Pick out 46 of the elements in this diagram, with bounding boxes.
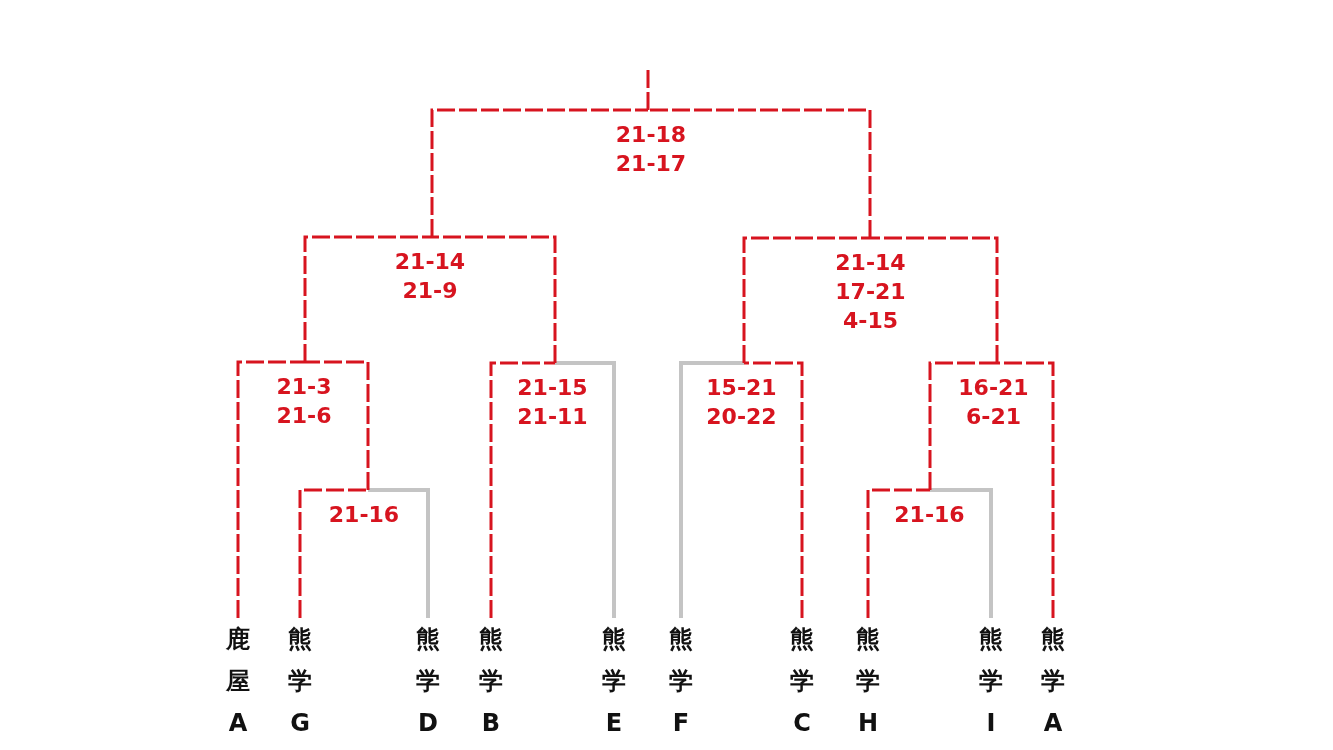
score-text: 21-16 <box>894 501 965 529</box>
score-text: 21-17 <box>615 150 687 178</box>
team-label: 熊学A <box>1033 618 1073 744</box>
bracket-line <box>997 361 1055 618</box>
score-text: 21-16 <box>328 501 400 529</box>
bracket-line <box>236 360 305 618</box>
score-text: 21-11 <box>517 403 588 431</box>
bracket-line <box>744 361 804 618</box>
score-text: 21-14 <box>394 248 466 276</box>
bracket-line <box>430 108 648 237</box>
bracket-line <box>303 235 432 362</box>
score-text: 21-9 <box>402 277 458 305</box>
score-text: 16-21 <box>958 374 1029 402</box>
bracket-line <box>928 361 997 490</box>
score-text: 20-22 <box>706 403 777 431</box>
score-text: 21-18 <box>615 121 687 149</box>
team-label: 鹿屋A <box>218 618 258 744</box>
bracket-line <box>555 361 616 618</box>
score-text: 6-21 <box>965 403 1022 431</box>
bracket-line <box>305 360 370 490</box>
team-label: 熊学F <box>661 618 701 744</box>
bracket-line <box>646 68 650 110</box>
team-label: 熊学H <box>848 618 888 744</box>
bracket-line <box>870 236 999 363</box>
team-label: 熊学I <box>971 618 1011 744</box>
bracket-line <box>432 235 557 363</box>
score-text: 21-3 <box>276 373 332 401</box>
score-text: 15-21 <box>706 374 777 402</box>
team-label: 熊学D <box>408 618 448 744</box>
bracket-line <box>489 361 555 618</box>
bracket-line <box>368 488 430 618</box>
score-text: 4-15 <box>842 307 899 335</box>
bracket-line <box>866 488 930 618</box>
score-text: 21-14 <box>835 249 906 277</box>
team-label: 熊学C <box>782 618 822 744</box>
bracket-line <box>930 488 993 618</box>
score-text: 17-21 <box>835 278 906 306</box>
bracket-line <box>648 108 872 238</box>
team-label: 熊学G <box>280 618 320 744</box>
bracket-line <box>742 236 870 363</box>
team-label: 熊学E <box>594 618 634 744</box>
bracket-line <box>298 488 368 618</box>
team-label: 熊学B <box>471 618 511 744</box>
bracket-line <box>679 361 744 618</box>
score-text: 21-6 <box>276 402 332 430</box>
score-text: 21-15 <box>517 374 588 402</box>
